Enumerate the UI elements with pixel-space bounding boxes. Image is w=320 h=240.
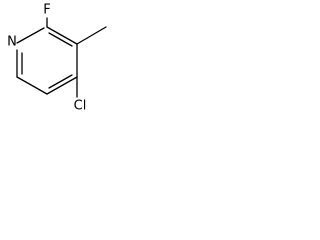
chlorine-label: Cl (74, 99, 87, 114)
bond-c4-c5 (46, 76, 78, 95)
fluorine-label: F (43, 3, 50, 18)
structure-diagram: N F Cl (7, 3, 107, 114)
double-bond-c4-c5-inner (48, 74, 73, 89)
bond-n-c2 (16, 27, 45, 44)
nitrogen-label: N (7, 35, 17, 50)
bond-c5-c6 (16, 76, 48, 95)
bond-c3-methyl (76, 26, 107, 45)
double-bond-c2-c3-inner (48, 32, 73, 47)
bond-c2-c3 (46, 26, 78, 45)
